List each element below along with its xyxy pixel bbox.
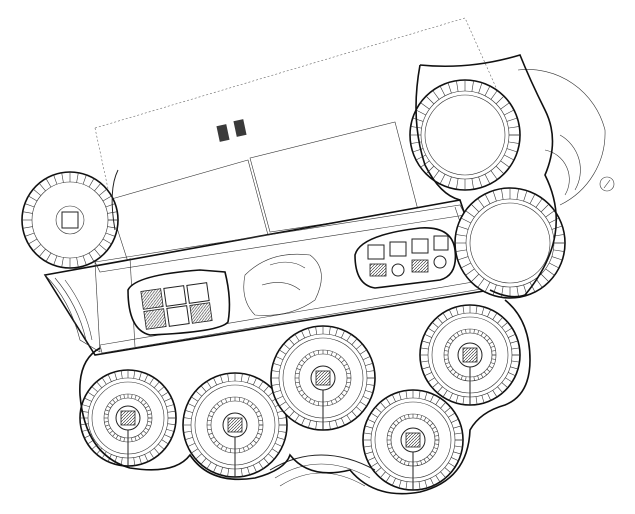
pavilion-top-right [409,79,521,191]
bottom-pavilions [79,304,521,491]
site-boundary [94,17,499,199]
pavilion-3 [270,325,376,431]
north-arrow-icon [599,176,615,192]
bottom-arc-plaza [269,454,376,487]
central-landscape [243,253,322,316]
pavilion-2 [182,372,288,478]
building-envelope [79,54,558,495]
pavilion-right [454,187,566,299]
pavilion-4 [362,389,464,491]
pavilion-1 [79,369,177,467]
outer-arc-structure [517,69,615,206]
rotunda-top-left [21,171,119,269]
pavilion-5 [419,304,521,406]
left-hall [127,269,231,336]
